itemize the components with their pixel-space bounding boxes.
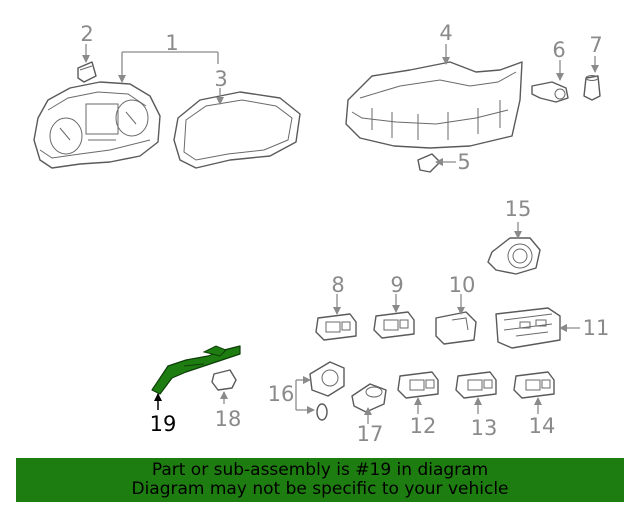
part-2-knob[interactable] (77, 61, 97, 83)
callout-5: 5 (457, 150, 470, 174)
callout-1: 1 (165, 31, 178, 55)
callout-3: 3 (214, 67, 227, 91)
callout-16: 16 (268, 382, 295, 406)
callout-11: 11 (583, 316, 610, 340)
callout-14: 14 (529, 414, 556, 438)
part-19-wire-harness[interactable] (151, 345, 241, 395)
callout-10: 10 (449, 273, 476, 297)
part-3-meter-glass[interactable] (173, 91, 301, 169)
part-10-switch[interactable] (435, 311, 477, 345)
callout-17: 17 (357, 422, 384, 446)
part-4-panel-housing[interactable] (345, 61, 523, 149)
part-5-clip[interactable] (417, 153, 441, 173)
callout-4: 4 (439, 21, 452, 45)
part-15-start-switch[interactable] (487, 237, 541, 275)
part-1-combination-meter[interactable] (33, 81, 161, 169)
info-banner: Part or sub-assembly is #19 in diagram D… (16, 458, 624, 502)
part-16-socket[interactable] (309, 361, 345, 421)
callout-13: 13 (471, 416, 498, 440)
callout-18: 18 (215, 407, 242, 431)
part-11-switch-panel[interactable] (495, 307, 561, 349)
part-18-cover[interactable] (211, 369, 237, 391)
banner-line-1: Part or sub-assembly is #19 in diagram (151, 460, 489, 480)
callout-19: 19 (150, 412, 177, 436)
part-6-sensor[interactable] (531, 81, 569, 103)
part-13-switch[interactable] (455, 371, 497, 399)
callout-8: 8 (331, 273, 344, 297)
callout-15: 15 (505, 197, 532, 221)
callout-6: 6 (552, 38, 565, 62)
callout-7: 7 (589, 33, 602, 57)
part-17-socket[interactable] (351, 383, 387, 413)
part-7-cap[interactable] (583, 75, 601, 101)
callout-12: 12 (410, 414, 437, 438)
leader-lines (82, 44, 599, 424)
part-12-switch[interactable] (397, 371, 439, 399)
callout-labels: 1 2 3 4 5 6 7 8 9 10 11 12 13 14 15 16 1… (80, 21, 609, 446)
part-14-switch[interactable] (513, 371, 555, 399)
callout-2: 2 (80, 22, 93, 46)
banner-line-2: Diagram may not be specific to your vehi… (131, 479, 509, 499)
callout-9: 9 (390, 273, 403, 297)
part-8-switch[interactable] (315, 313, 357, 341)
part-9-switch[interactable] (373, 311, 415, 339)
